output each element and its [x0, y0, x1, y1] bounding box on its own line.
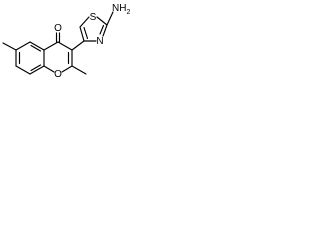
- bond-thiazole-c4-c5: [79, 26, 85, 42]
- double-bond-thiazole-c4-c5: [83, 26, 89, 40]
- chemical-structure-diagram: O O S N NH2: [2, 3, 130, 80]
- thiazole-nitrogen-label: N: [96, 36, 103, 47]
- bond-thiazole-c2-n: [102, 24, 108, 37]
- bond-c5-c6: [15, 41, 31, 51]
- amino-group-label: NH2: [112, 3, 130, 16]
- thiazole-sulfur-label: S: [90, 12, 97, 23]
- amino-subscript-label: 2: [126, 9, 130, 16]
- pyranone-ring: [43, 32, 87, 75]
- benzene-ring: [2, 41, 45, 75]
- double-bond-thiazole-c2-n: [99, 24, 105, 35]
- bond-o1-c8a: [43, 65, 55, 73]
- ring-oxygen-label: O: [54, 69, 62, 80]
- bond-methyl-c2: [71, 65, 87, 75]
- amino-nitrogen-label: N: [112, 3, 119, 14]
- bond-thiazole-c2-nh2: [106, 11, 114, 26]
- bond-thiazole-c5-s: [79, 16, 90, 28]
- bond-c8-c8a: [29, 65, 45, 75]
- bond-c4a-c4: [43, 41, 59, 51]
- bond-c2-o1: [61, 65, 73, 73]
- bond-methyl-c6: [2, 42, 17, 51]
- double-bond-c4a-c5: [30, 44, 42, 52]
- thiazole-ring: [71, 11, 114, 51]
- bond-c7-c8: [15, 65, 31, 75]
- bond-c3-thiazole-c4: [71, 40, 85, 51]
- bond-c4a-c5: [29, 41, 45, 51]
- amino-hydrogen-label: H: [119, 3, 126, 14]
- bond-s-thiazole-c2: [96, 16, 108, 26]
- double-bond-c8-c8a: [30, 64, 42, 72]
- bond-c4-c3: [57, 41, 73, 51]
- carbonyl-oxygen-label: O: [54, 23, 62, 34]
